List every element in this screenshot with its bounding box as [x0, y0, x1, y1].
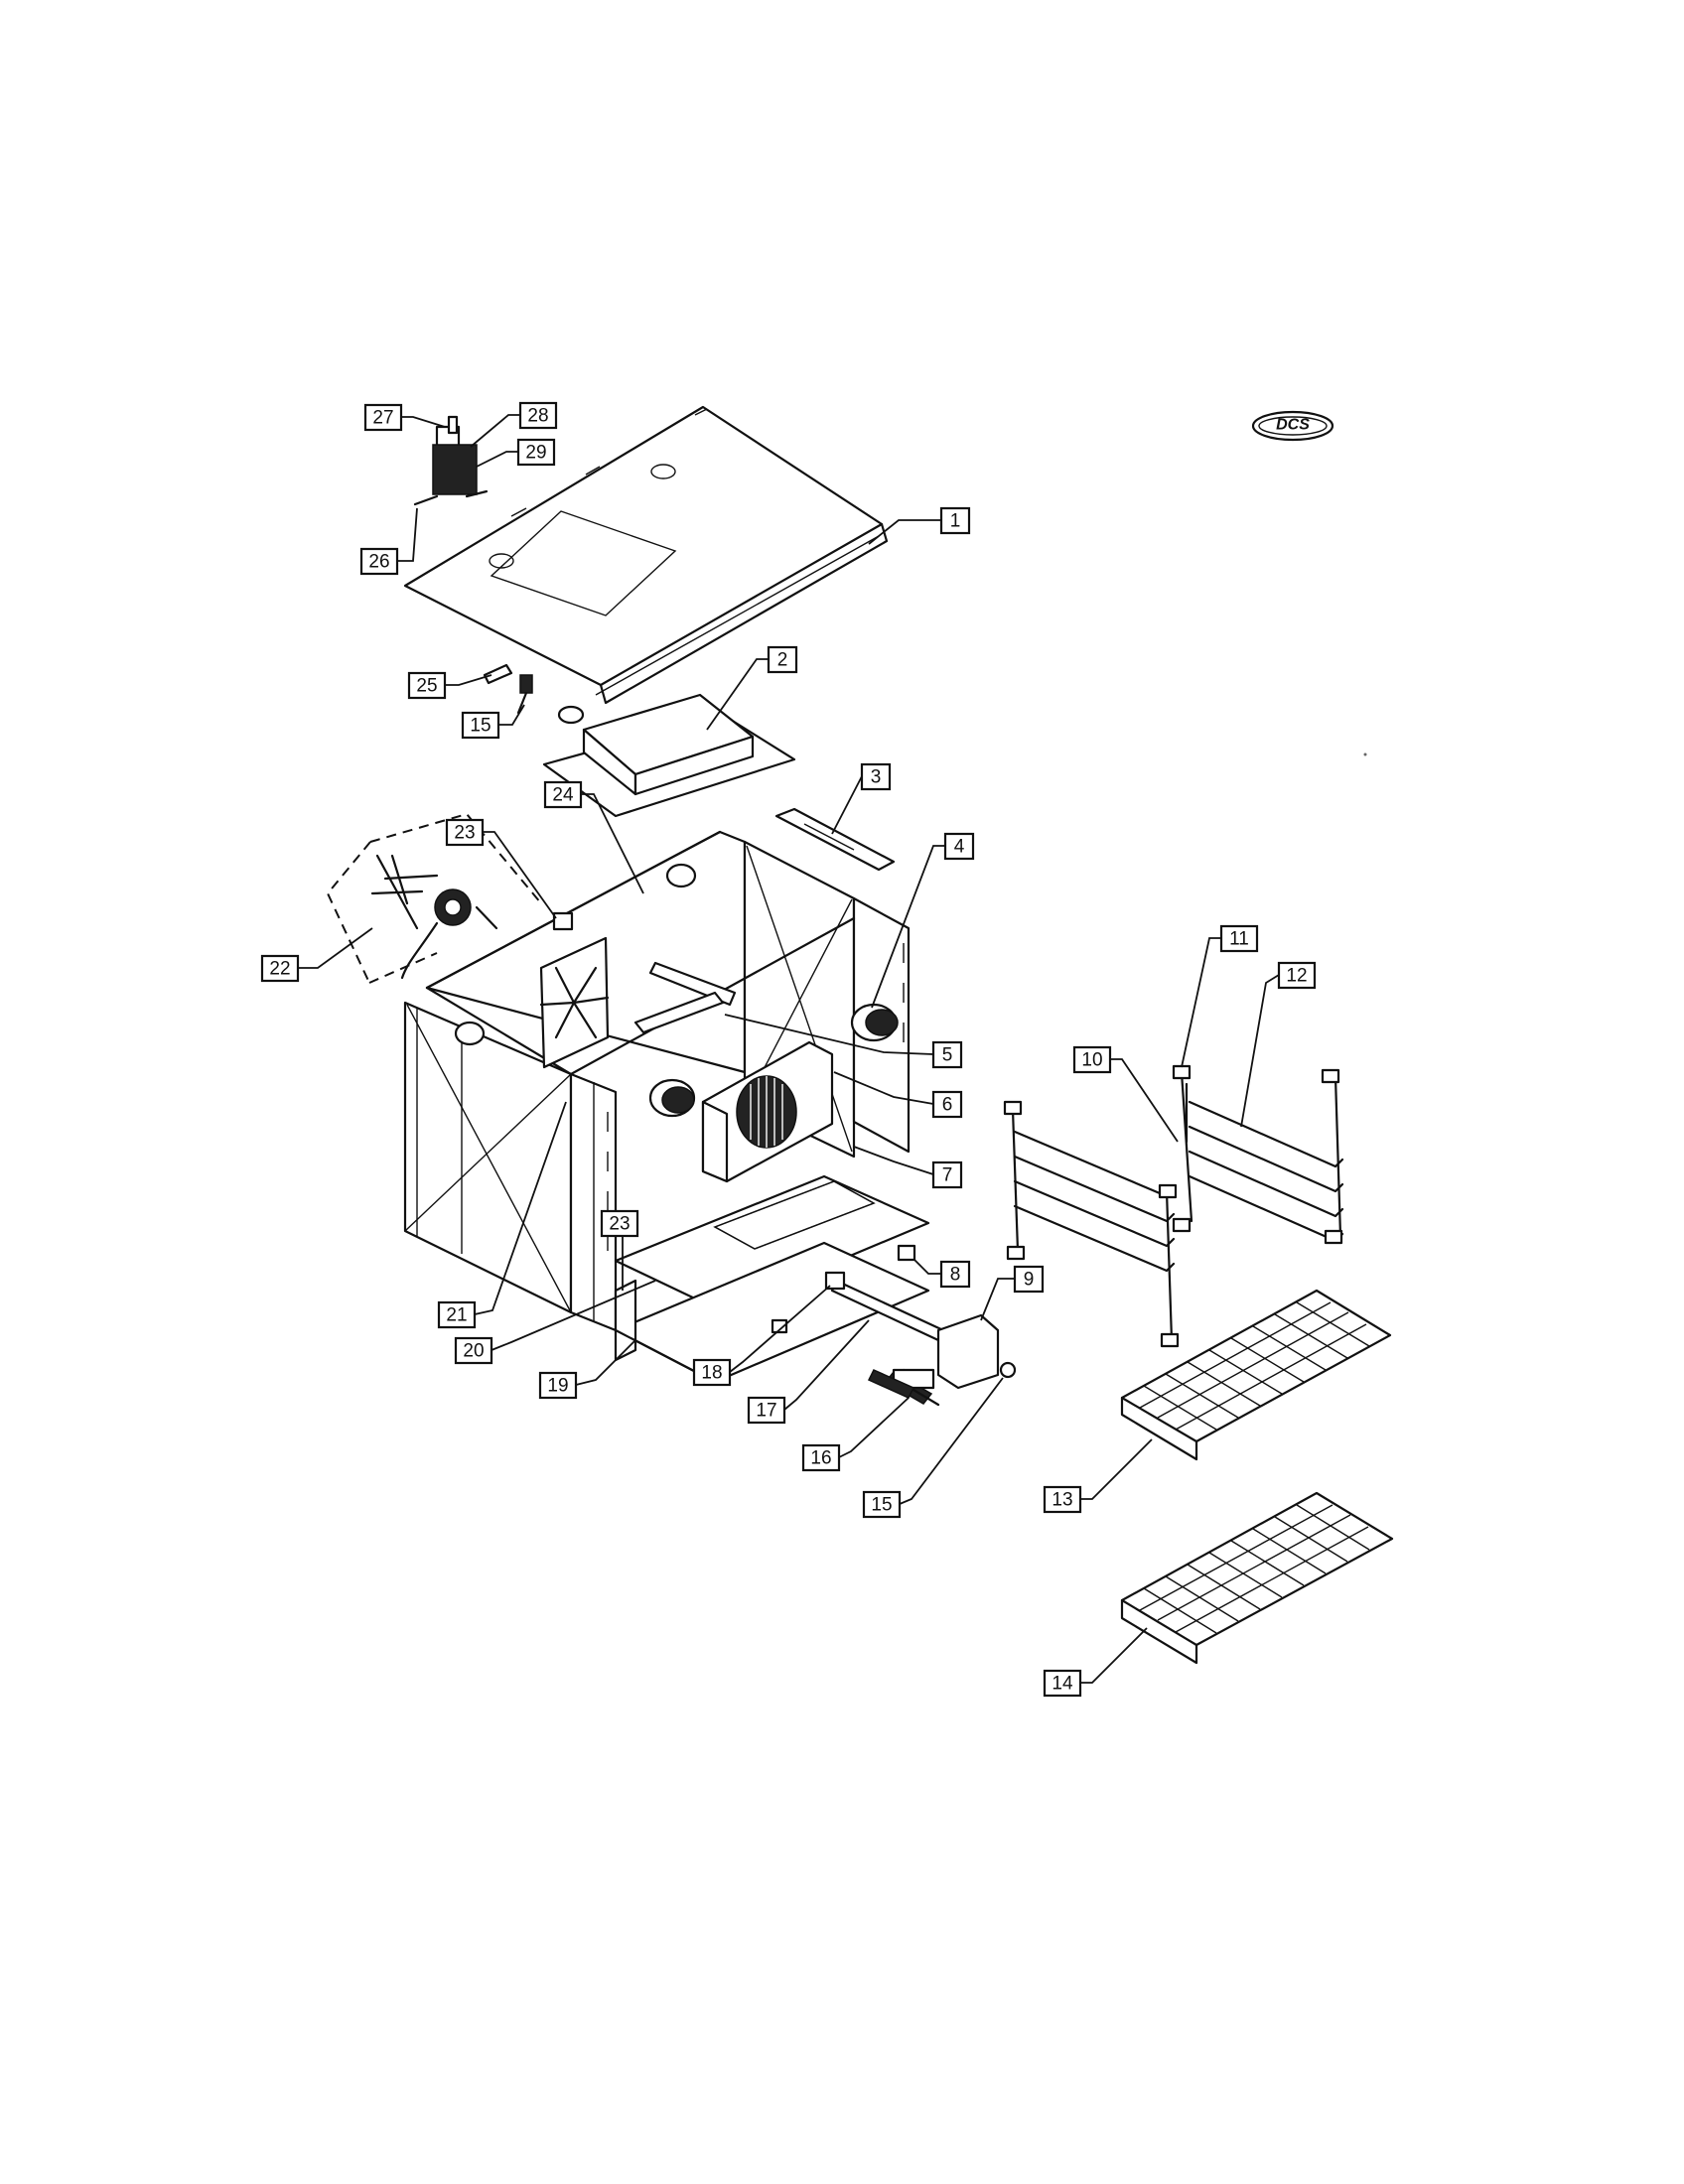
svg-text:11: 11 — [1229, 929, 1249, 950]
callout-17: 17 — [747, 1396, 786, 1425]
callout-29: 29 — [516, 438, 556, 467]
clip-8 — [897, 1244, 916, 1262]
svg-text:8: 8 — [950, 1265, 961, 1286]
dcs-logo: DCS — [1251, 410, 1334, 442]
bracket-25 — [483, 663, 513, 685]
callout-16: 16 — [801, 1443, 841, 1472]
svg-text:10: 10 — [1081, 1050, 1102, 1071]
svg-text:25: 25 — [416, 676, 437, 697]
callout-18: 18 — [692, 1358, 732, 1387]
callout-27: 27 — [363, 403, 403, 432]
gas-valve-assembly — [413, 415, 489, 506]
callout-14: 14 — [1043, 1669, 1082, 1698]
callout-9: 9 — [1013, 1265, 1045, 1294]
callout-26: 26 — [359, 547, 399, 576]
svg-text:24: 24 — [552, 785, 574, 806]
light-lens-right — [850, 1003, 899, 1042]
oven-rack-upper — [1120, 1289, 1392, 1461]
convection-fan — [539, 936, 610, 1069]
burner-tube — [633, 961, 737, 1034]
svg-text:18: 18 — [701, 1363, 722, 1384]
top-strip — [774, 807, 896, 872]
svg-text:26: 26 — [368, 552, 389, 573]
clip-bottom — [771, 1318, 788, 1334]
callout-22: 22 — [260, 954, 300, 983]
callout-4: 4 — [943, 832, 975, 861]
svg-text:12: 12 — [1286, 966, 1307, 987]
svg-text:28: 28 — [527, 406, 548, 427]
bracket-upper — [552, 911, 574, 931]
svg-text:5: 5 — [942, 1045, 953, 1066]
callout-25: 25 — [407, 671, 447, 700]
callout-11: 11 — [1219, 924, 1259, 953]
stray-dot — [1363, 752, 1367, 756]
callout-1: 1 — [939, 506, 971, 535]
callout-7: 7 — [931, 1160, 963, 1189]
leader-lines — [298, 414, 1280, 1684]
bake-burner-rail — [824, 1271, 1017, 1407]
svg-text:1: 1 — [950, 511, 961, 532]
oven-bottom-tray — [713, 1180, 876, 1250]
callout-28: 28 — [518, 401, 558, 430]
logo-text: DCS — [1276, 417, 1310, 434]
svg-text:15: 15 — [470, 716, 491, 737]
callout-20: 20 — [454, 1336, 493, 1365]
callout-15-lower: 15 — [862, 1490, 902, 1519]
rack-slide-upper — [1172, 1064, 1344, 1245]
callout-2: 2 — [767, 645, 798, 674]
burner-box — [542, 693, 796, 818]
callout-8: 8 — [939, 1260, 971, 1289]
callout-15-upper: 15 — [461, 711, 500, 740]
svg-text:21: 21 — [446, 1305, 467, 1326]
svg-text:7: 7 — [942, 1165, 953, 1186]
svg-text:6: 6 — [942, 1095, 953, 1116]
svg-text:29: 29 — [525, 443, 546, 464]
svg-text:16: 16 — [810, 1448, 831, 1469]
callout-21: 21 — [437, 1300, 477, 1329]
oven-rack-lower — [1120, 1491, 1394, 1665]
svg-text:3: 3 — [871, 767, 882, 788]
fan-cover-panel — [701, 1040, 834, 1183]
callout-12: 12 — [1277, 961, 1317, 990]
callout-6: 6 — [931, 1090, 963, 1119]
igniter-upper — [516, 674, 533, 715]
fan-motor-assembly — [326, 812, 542, 984]
callout-24: 24 — [543, 780, 583, 809]
svg-text:9: 9 — [1024, 1270, 1035, 1291]
light-lens-front — [648, 1078, 696, 1118]
svg-text:23: 23 — [454, 823, 475, 844]
callout-19: 19 — [538, 1371, 578, 1400]
callout-10: 10 — [1072, 1045, 1112, 1074]
svg-text:4: 4 — [954, 837, 965, 858]
rack-slide-lower — [1003, 1100, 1180, 1348]
svg-text:22: 22 — [269, 959, 290, 980]
svg-text:27: 27 — [372, 408, 393, 429]
svg-text:23: 23 — [609, 1214, 630, 1235]
callout-13: 13 — [1043, 1485, 1082, 1514]
callout-3: 3 — [860, 762, 892, 791]
svg-text:19: 19 — [547, 1376, 568, 1397]
svg-text:14: 14 — [1052, 1674, 1073, 1695]
svg-text:2: 2 — [777, 650, 788, 671]
svg-text:13: 13 — [1052, 1490, 1072, 1511]
svg-text:20: 20 — [463, 1341, 484, 1362]
svg-text:17: 17 — [756, 1401, 776, 1422]
callout-5: 5 — [931, 1040, 963, 1069]
svg-text:15: 15 — [871, 1495, 892, 1516]
callout-23-lower: 23 — [600, 1209, 639, 1238]
callout-23-upper: 23 — [445, 818, 485, 847]
